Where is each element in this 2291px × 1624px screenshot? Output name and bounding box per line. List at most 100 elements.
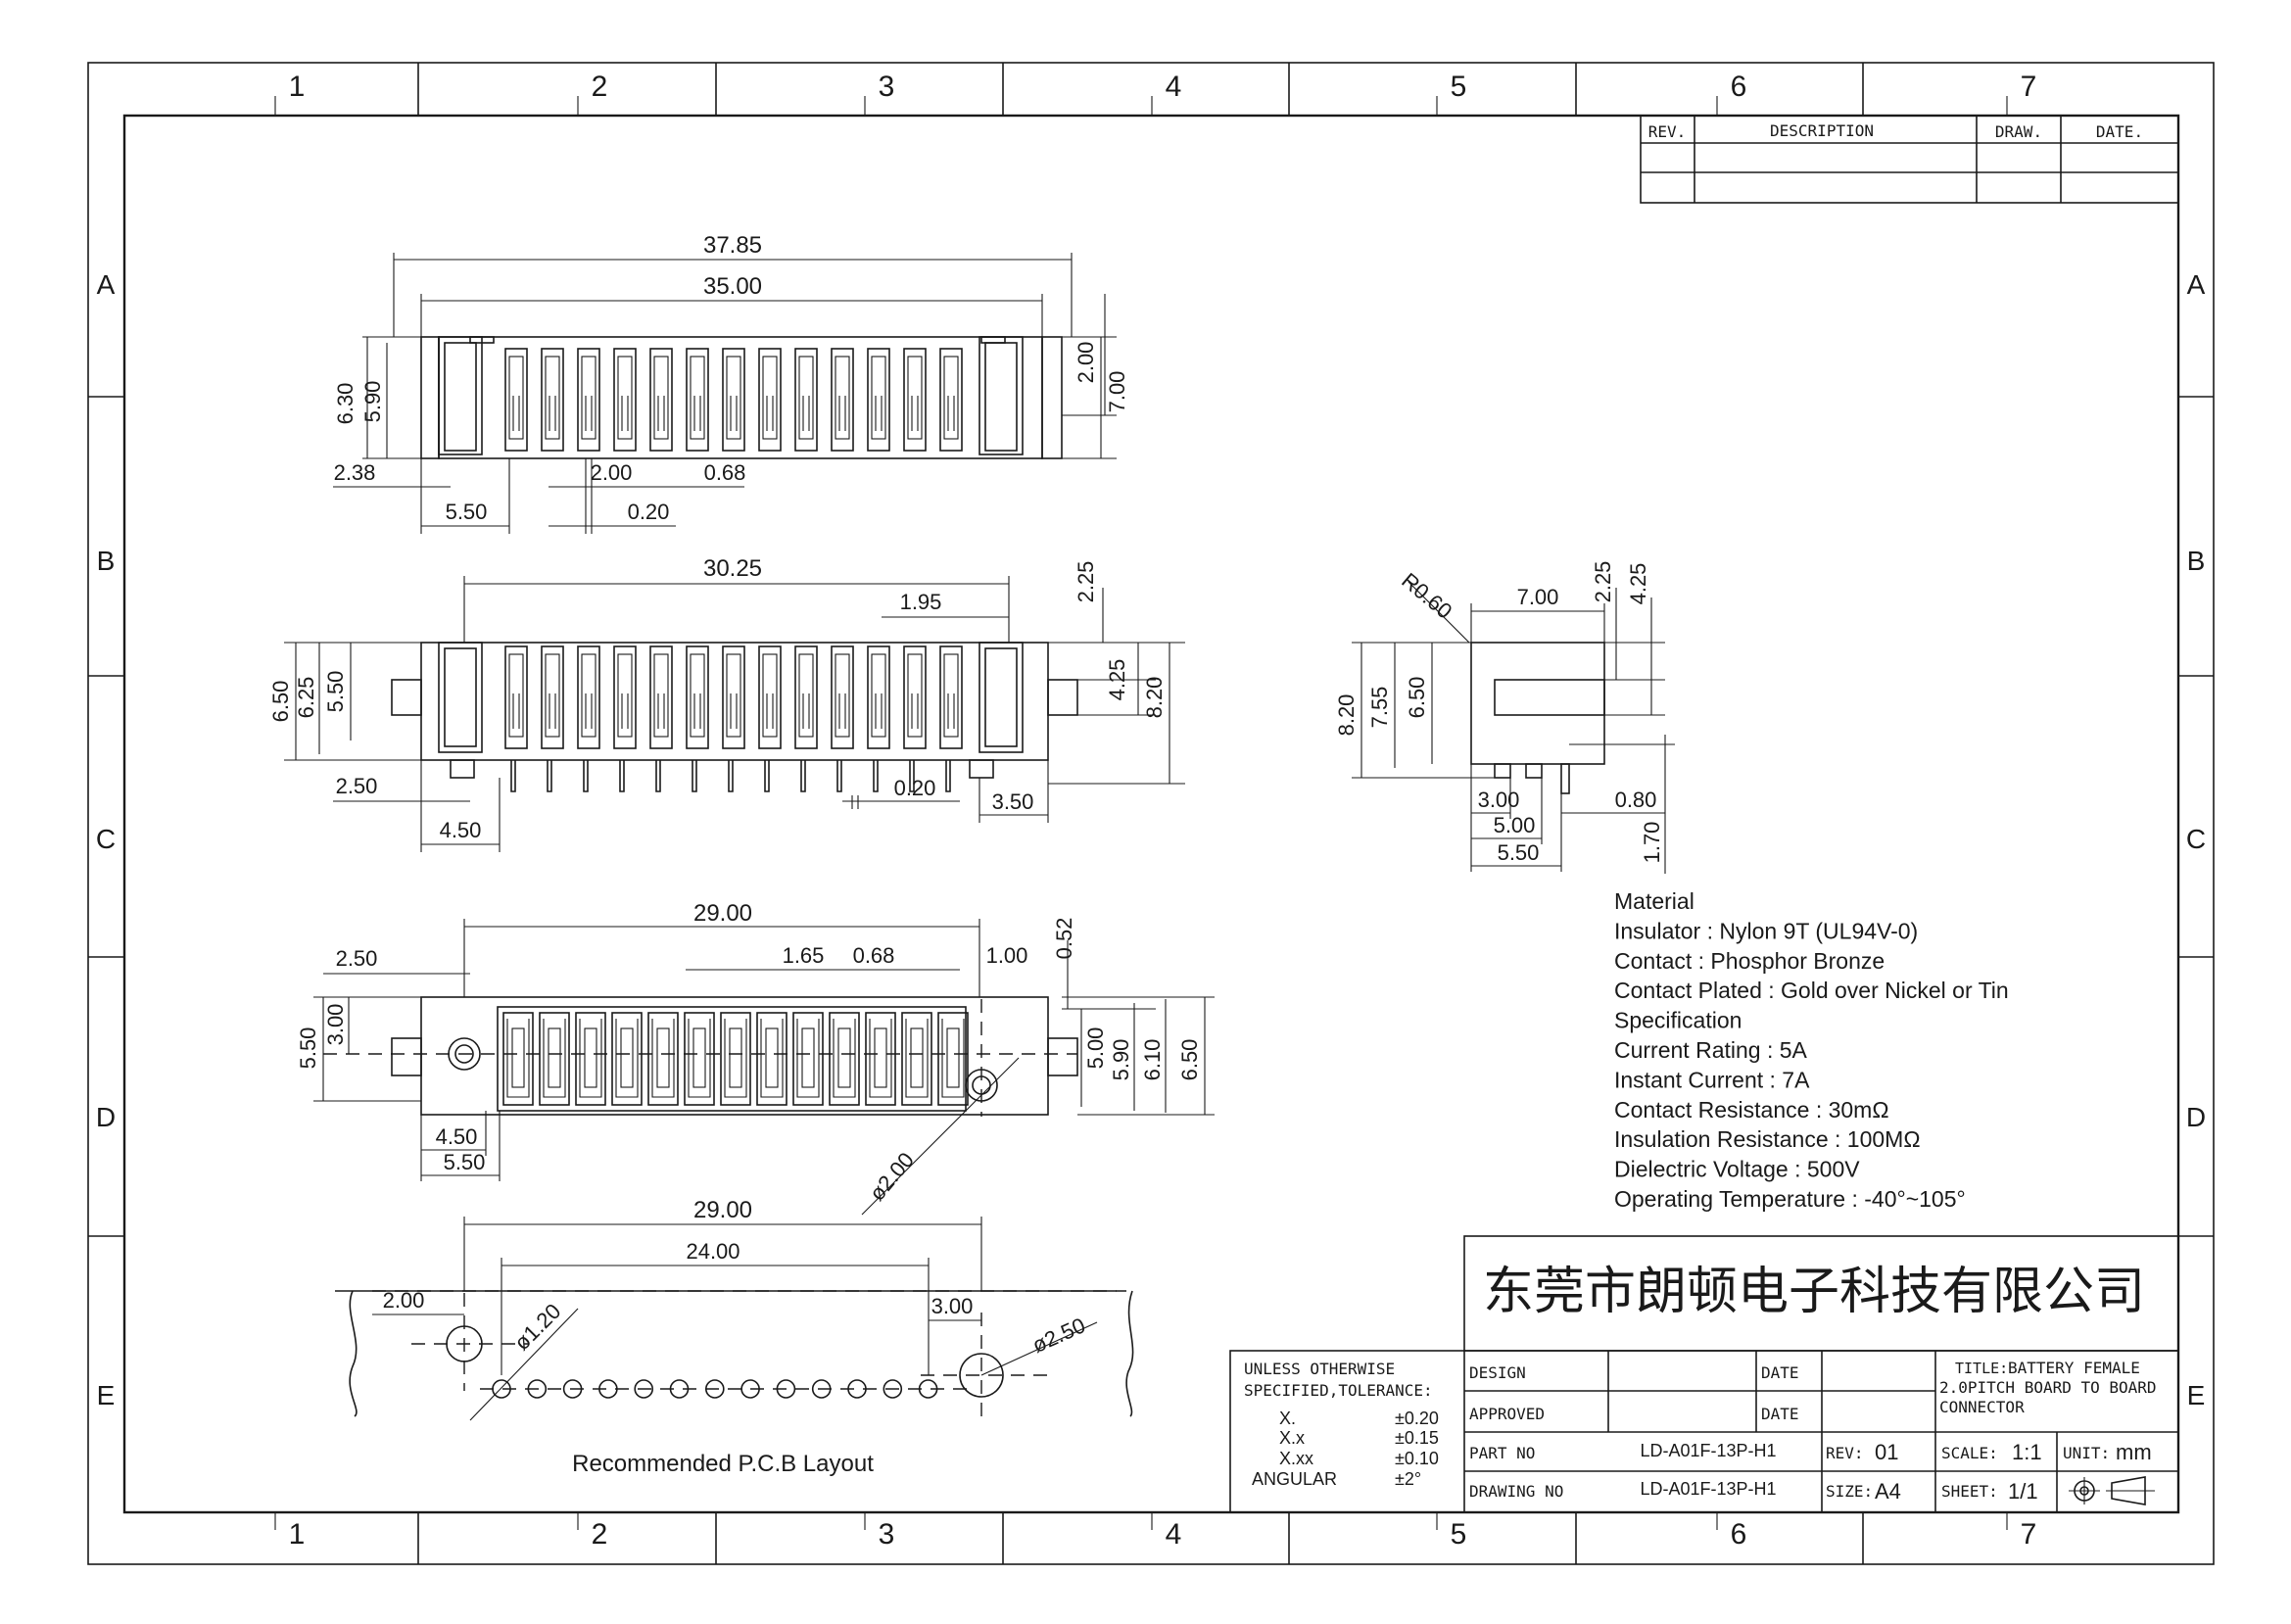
column-label-bottom: 2 [592,1518,608,1551]
part-no-value: LD-A01F-13P-H1 [1640,1441,1776,1460]
front-contact-slot [649,645,673,749]
dim-front-h-outer: 6.50 [268,681,293,723]
dim-top-h1: 6.30 [333,383,358,425]
dim-bottom-end: 1.00 [986,943,1028,968]
front-contact-slot [831,645,854,749]
column-label-top: 7 [2021,71,2037,103]
row-label-right: E [2187,1380,2206,1410]
top-contact-slot [613,348,637,452]
front-contact-slot [939,645,963,749]
column-label-bottom: 3 [879,1518,895,1551]
column-label-top: 3 [879,71,895,103]
dim-bottom-r2: 5.90 [1109,1039,1133,1081]
column-label-top: 1 [289,71,306,103]
description-header: DESCRIPTION [1770,121,1874,140]
dim-bottom-h-a: 5.50 [296,1027,320,1070]
scale-label: SCALE: [1941,1444,1998,1462]
pcb-layout-label: Recommended P.C.B Layout [572,1451,874,1477]
row-label-right: A [2187,269,2206,300]
sheet-value: 1/1 [2008,1479,2038,1504]
material-line: Contact : Phosphor Bronze [1614,948,1885,974]
bottom-contact [684,1012,715,1106]
dim-bottom-left: 2.50 [336,946,378,971]
dim-bottom-l2: 5.50 [444,1150,486,1174]
size-label: SIZE: [1826,1482,1873,1501]
rev-header: REV. [1648,122,1687,141]
scale-value: 1:1 [2012,1440,2042,1464]
pcb-contact-hole [883,1379,903,1399]
date-header: DATE. [2096,122,2143,141]
dim-top-end-width: 5.50 [446,500,488,524]
front-view: 30.25 1.95 2.25 4.25 8.20 6.50 6.25 5.50… [268,555,1185,852]
row-label-left: C [96,824,116,854]
front-pin [836,760,842,792]
top-contact-slot [504,348,528,452]
dim-bottom-h-b: 3.00 [323,1004,348,1046]
bottom-contact [756,1012,788,1106]
title-line-2: 2.0PITCH BOARD TO BOARD [1939,1378,2157,1397]
draw-header: DRAW. [1995,122,2042,141]
front-pin [692,760,697,792]
rev-value: 01 [1875,1440,1898,1464]
bottom-contact [829,1012,860,1106]
pcb-layout-view: 29.00 24.00 2.00 3.00 ø1.20 ø2.50 Recomm… [335,1197,1134,1477]
front-contact-slot [577,645,600,749]
dim-front-h-mid: 6.25 [294,677,318,719]
title-block: 东莞市朗顿电子科技有限公司 UNLESS OTHERWISE SPECIFIED… [1229,1235,2179,1513]
front-contact-slot [903,645,927,749]
pcb-contact-hole [634,1379,654,1399]
material-line: Current Rating : 5A [1614,1037,1808,1063]
bottom-contact [539,1012,570,1106]
front-pin [873,760,879,792]
dim-bottom-top: 0.52 [1052,918,1076,960]
front-contact-slot [613,645,637,749]
approved-label: APPROVED [1469,1405,1545,1423]
dim-top-slot: 0.20 [628,500,670,524]
bottom-contact [901,1012,932,1106]
row-label-right: D [2186,1102,2206,1132]
front-contact-slot [758,645,782,749]
dim-pcb-left: 2.00 [383,1288,425,1313]
dim-front-pin-w: 0.20 [894,776,936,800]
tolerance-label: X. [1279,1409,1296,1428]
row-label-left: E [97,1380,116,1410]
tolerance-value: ±0.15 [1395,1428,1439,1448]
material-line: Contact Resistance : 30mΩ [1614,1097,1889,1122]
title-label: TITLE: [1955,1360,2008,1377]
part-no-label: PART NO [1469,1444,1535,1462]
front-contact-slot [504,645,528,749]
column-label-bottom: 5 [1451,1518,1467,1551]
material-line: Operating Temperature : -40°~105° [1614,1186,1966,1212]
tolerance-value: ±0.10 [1395,1449,1439,1468]
dim-front-boss: 4.25 [1105,659,1129,701]
dim-side-pin: 0.80 [1615,788,1657,812]
tolerance-heading-2: SPECIFIED,TOLERANCE: [1244,1381,1433,1400]
row-label-left: D [96,1102,116,1132]
column-label-bottom: 6 [1731,1518,1747,1551]
dim-top-right-total: 7.00 [1105,371,1129,413]
column-label-top: 2 [592,71,608,103]
dim-top-left-offset: 2.38 [334,460,376,485]
material-line: Contact Plated : Gold over Nickel or Tin [1614,978,2009,1003]
drawing-no-value: LD-A01F-13P-H1 [1640,1479,1776,1499]
front-contact-slot [541,645,564,749]
dim-side-d3: 5.50 [1498,840,1540,865]
material-line: Specification [1614,1008,1742,1033]
side-view: 7.00 R0.60 2.25 4.25 8.20 7.55 6.50 3.00… [1334,561,1675,874]
dim-bottom-gap: 0.68 [853,943,895,968]
row-label-left: A [97,269,116,300]
dim-side-top1: 2.25 [1591,561,1615,603]
dim-side-h-total: 8.20 [1334,694,1359,737]
tolerance-heading-1: UNLESS OTHERWISE [1244,1360,1395,1378]
material-line: Instant Current : 7A [1614,1067,1810,1092]
material-line: Dielectric Voltage : 500V [1614,1157,1860,1182]
top-contact-slot [939,348,963,452]
dim-pcb-span: 29.00 [693,1197,752,1223]
column-label-bottom: 1 [289,1518,306,1551]
bottom-contact [647,1012,679,1106]
dim-top-pitch: 2.00 [591,460,633,485]
design-label: DESIGN [1469,1363,1526,1382]
dim-bottom-r4: 6.50 [1177,1039,1202,1081]
